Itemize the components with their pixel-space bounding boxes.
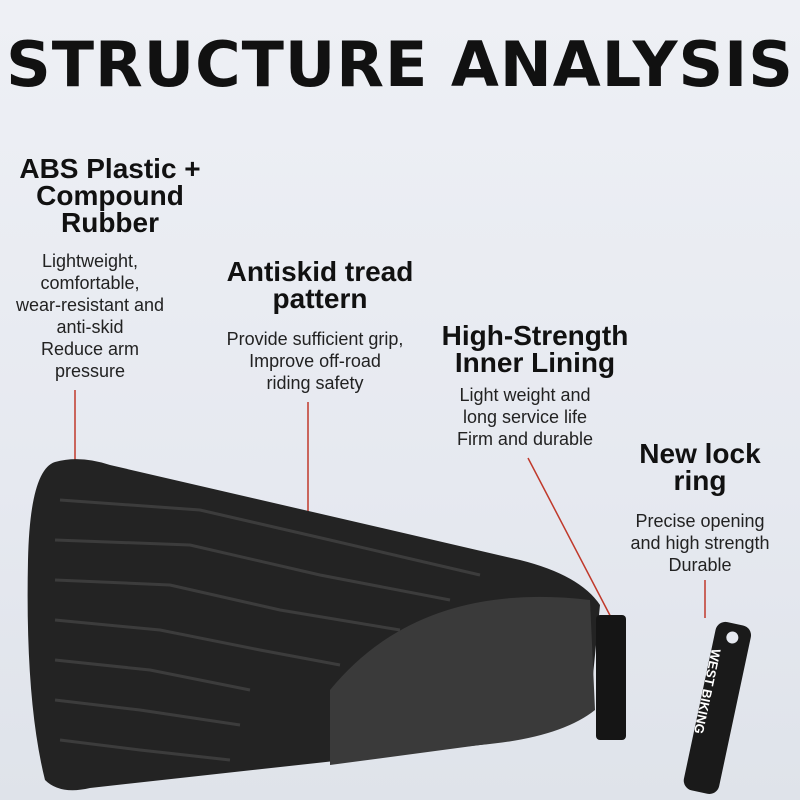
- desc-line: Reduce arm: [40, 339, 140, 359]
- grip: [27, 459, 626, 791]
- feature-heading-lining: High-Strength Inner Lining: [441, 320, 629, 378]
- desc-line: Provide sufficient grip,: [226, 329, 404, 349]
- feature-desc-tread: Provide sufficient grip, Improve off-roa…: [195, 328, 435, 394]
- desc-line: Precise opening: [635, 511, 765, 531]
- desc-line: riding safety: [266, 373, 364, 393]
- feature-heading-material: ABS Plastic + Compound Rubber: [19, 153, 201, 238]
- desc-line: wear-resistant and: [15, 295, 165, 315]
- lock-ring: [683, 621, 752, 794]
- desc-line: Lightweight,: [41, 251, 139, 271]
- desc-line: long service life: [462, 407, 588, 427]
- page-title: STRUCTURE ANALYSIS: [6, 28, 794, 101]
- leader-line: [527, 457, 616, 626]
- desc-line: Light weight and: [459, 385, 591, 405]
- feature-heading-tread: Antiskid tread pattern: [226, 256, 414, 314]
- leader-lines: [74, 390, 706, 626]
- feature-desc-lockring: Precise opening and high strength Durabl…: [605, 510, 795, 576]
- desc-line: Improve off-road: [249, 351, 381, 371]
- desc-line: comfortable,: [40, 273, 140, 293]
- desc-line: pressure: [54, 361, 126, 381]
- desc-line: Durable: [668, 555, 732, 575]
- inner-lining: [596, 615, 626, 740]
- desc-line: Firm and durable: [456, 429, 594, 449]
- desc-line: anti-skid: [56, 317, 124, 337]
- feature-desc-material: Lightweight, comfortable, wear-resistant…: [0, 250, 190, 382]
- desc-line: and high strength: [630, 533, 770, 553]
- feature-desc-lining: Light weight and long service life Firm …: [440, 384, 610, 450]
- feature-heading-lockring: New lock ring: [639, 438, 761, 496]
- tread-pattern: [54, 498, 481, 762]
